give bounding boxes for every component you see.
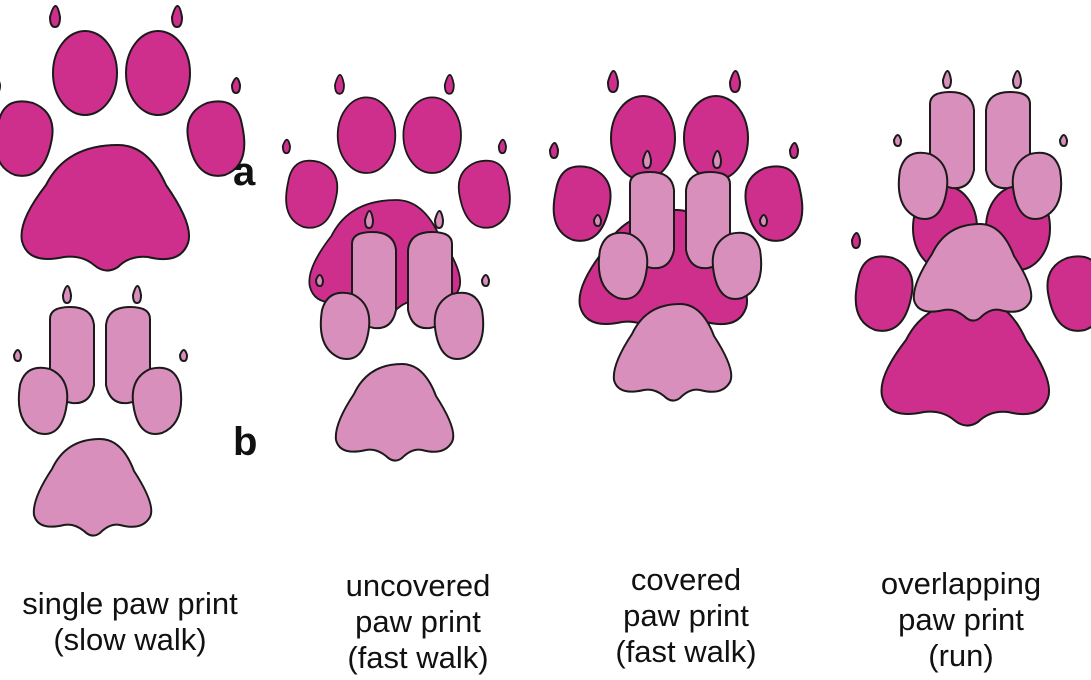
- caption-line: covered: [556, 562, 816, 598]
- hind-paw-shape: [894, 71, 1067, 321]
- caption-line: single paw print: [0, 586, 260, 622]
- caption-line: (fast walk): [288, 640, 548, 676]
- label-a: a: [233, 150, 256, 194]
- caption-line: (slow walk): [0, 622, 260, 658]
- paw-single-front: [0, 6, 244, 271]
- front-paw-shape: [550, 71, 802, 336]
- caption-covered: covered paw print (fast walk): [556, 562, 816, 670]
- label-b: b: [233, 420, 257, 464]
- caption-line: uncovered: [288, 568, 548, 604]
- caption-line: paw print: [831, 602, 1091, 638]
- paw-overlapping: [852, 71, 1091, 426]
- caption-line: paw print: [288, 604, 548, 640]
- caption-single: single paw print (slow walk): [0, 586, 260, 658]
- caption-line: paw print: [556, 598, 816, 634]
- caption-overlapping: overlapping paw print (run): [831, 566, 1091, 674]
- caption-line: (run): [831, 638, 1091, 674]
- paw-covered: [550, 71, 802, 401]
- paw-single-hind: [14, 286, 187, 536]
- paw-uncovered: [283, 75, 510, 461]
- caption-line: (fast walk): [556, 634, 816, 670]
- caption-uncovered: uncovered paw print (fast walk): [288, 568, 548, 676]
- hind-paw-shape: [14, 286, 187, 536]
- front-paw-shape: [0, 6, 244, 271]
- caption-line: overlapping: [831, 566, 1091, 602]
